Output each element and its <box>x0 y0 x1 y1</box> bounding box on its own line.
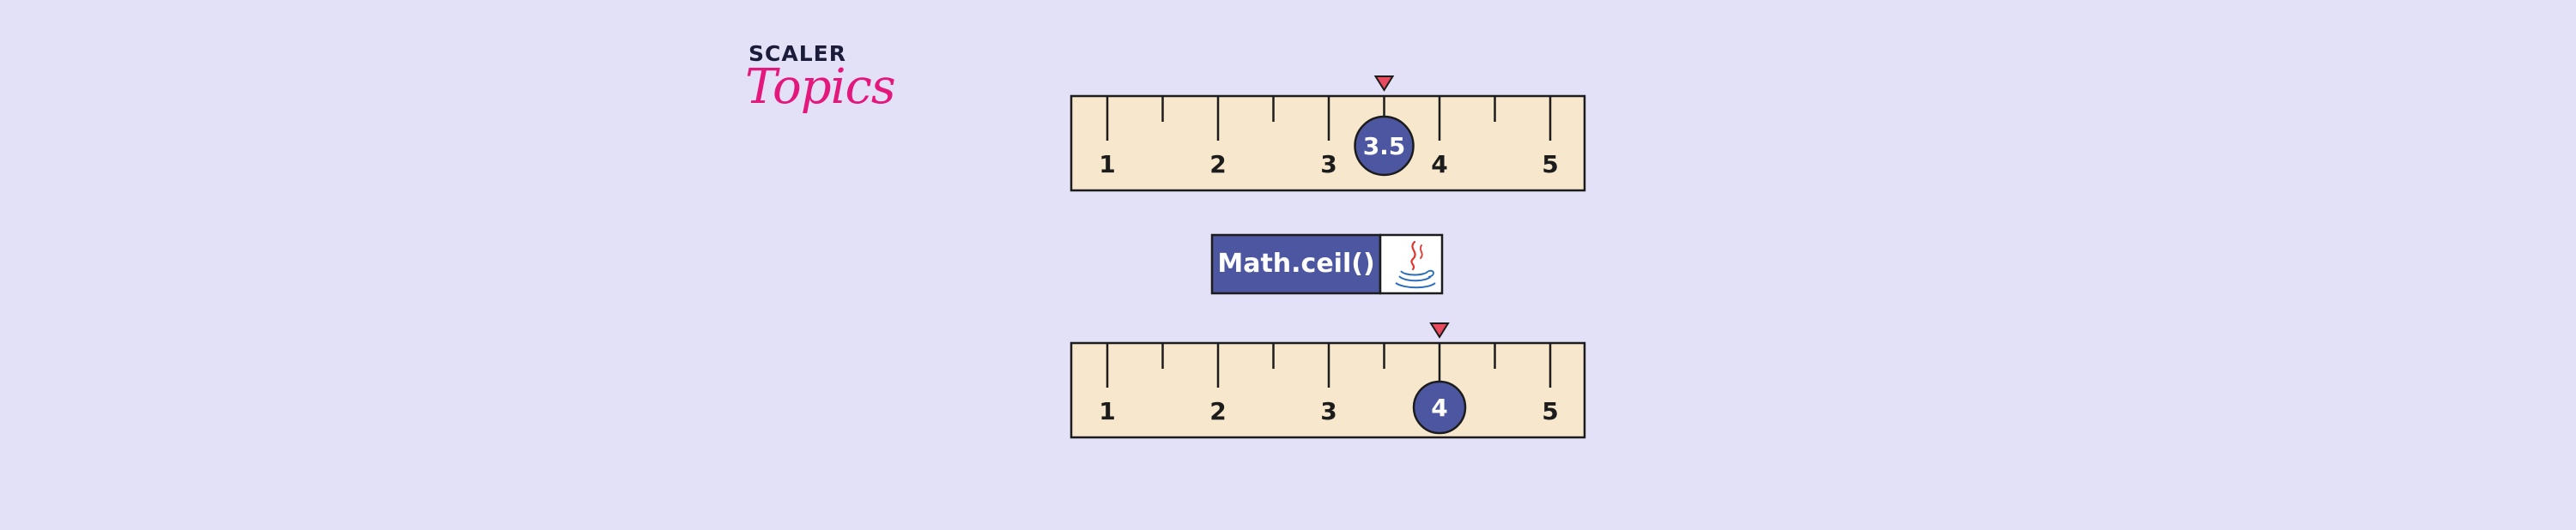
function-box-label-bg <box>1210 233 1382 295</box>
scaler-topics-logo: SCALER Topics <box>745 36 896 130</box>
ruler-top-label: 4 <box>1431 150 1447 178</box>
ruler-top-value-marker <box>1354 115 1415 177</box>
ruler-bottom-value-label: 4 <box>1431 394 1447 422</box>
ruler-top: 1 2 3 4 5 3.5 <box>1070 75 1586 192</box>
ruler-top-label: 1 <box>1099 150 1115 178</box>
ruler-top-labels: 1 2 3 4 5 <box>1099 150 1558 178</box>
ruler-bottom-ticks <box>1106 343 1552 388</box>
function-box <box>1210 233 1444 295</box>
ruler-top-label: 2 <box>1209 150 1226 178</box>
math-ceil-label: Math.ceil() <box>1217 249 1375 279</box>
ruler-top-ticks <box>1106 96 1552 141</box>
ruler-bottom-label: 3 <box>1320 397 1336 425</box>
ruler-top-label: 3 <box>1320 150 1336 178</box>
ruler-bottom: 1 2 3 4 5 4 <box>1070 322 1586 439</box>
java-cup-icon <box>1395 240 1436 289</box>
ruler-bottom-pointer <box>1429 322 1450 339</box>
ruler-bottom-label: 2 <box>1209 397 1226 425</box>
ruler-top-pointer <box>1373 75 1395 92</box>
ruler-top-value-label: 3.5 <box>1363 132 1406 160</box>
function-box-icon-bg <box>1379 233 1444 295</box>
ruler-top-label: 5 <box>1542 150 1558 178</box>
logo-brand-text: SCALER <box>749 41 846 66</box>
ruler-bottom-label: 1 <box>1099 397 1115 425</box>
logo-sub-text: Topics <box>745 59 896 115</box>
ruler-bottom-value-marker <box>1412 380 1467 435</box>
ruler-bottom-label: 5 <box>1542 397 1558 425</box>
